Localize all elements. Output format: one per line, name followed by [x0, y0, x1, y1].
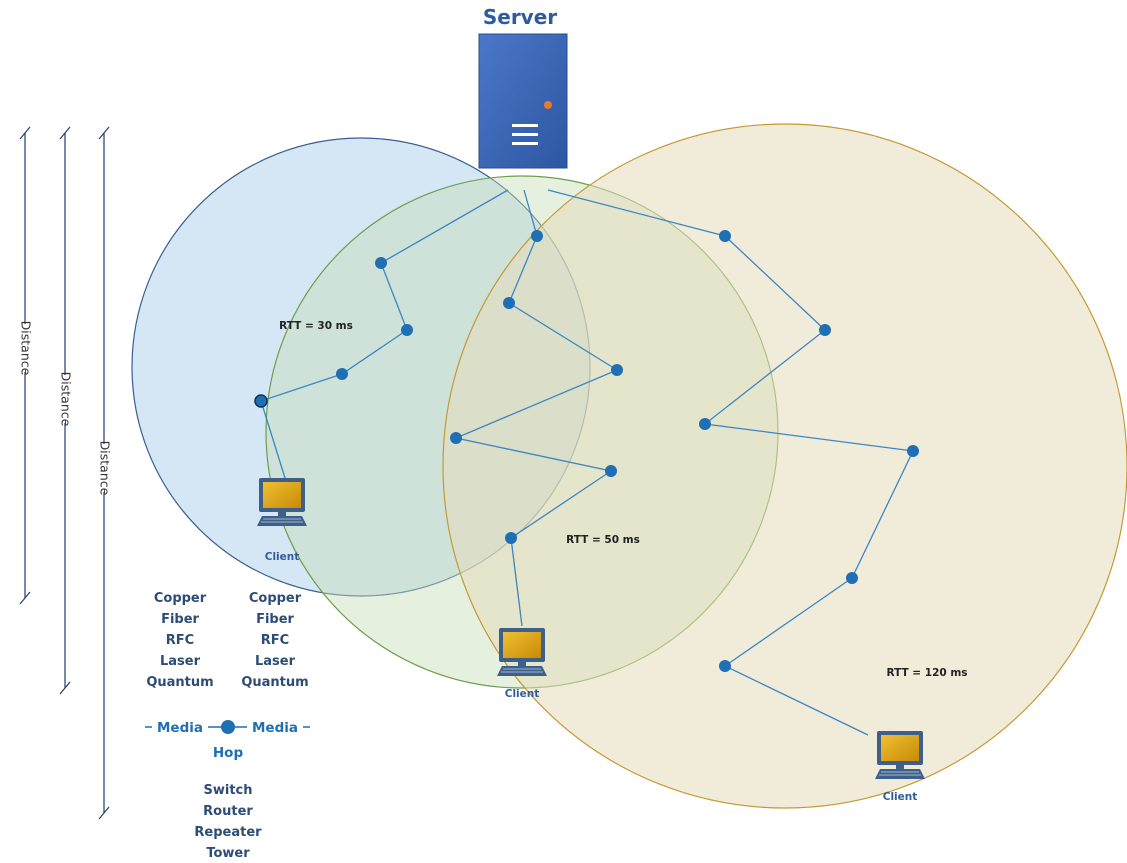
hop-node: [719, 660, 731, 672]
hop-device-item: Switch: [203, 783, 252, 798]
legend-hop-label: Hop: [213, 745, 244, 761]
server-icon: [478, 33, 568, 169]
rtt-label-50: RTT = 50 ms: [566, 534, 640, 546]
media-item: RFC: [261, 633, 289, 648]
distance-axis-label: Distance: [19, 321, 34, 376]
media-item: Laser: [255, 654, 296, 669]
distance-axis-label: Distance: [59, 372, 74, 427]
rtt-label-30: RTT = 30 ms: [279, 320, 353, 332]
media-item: Copper: [154, 591, 207, 606]
legend-media-right: Media: [252, 720, 298, 736]
client-label: Client: [505, 688, 540, 700]
hop-legend: Media Media Hop: [145, 717, 310, 761]
media-item: Fiber: [161, 612, 199, 627]
hop-node: [503, 297, 515, 309]
hop-device-item: Repeater: [194, 825, 262, 840]
rtt-label-120: RTT = 120 ms: [886, 667, 967, 679]
hop-node: [699, 418, 711, 430]
hop-node: [505, 532, 517, 544]
hop-device-item: Router: [203, 804, 253, 819]
hop-node: [375, 257, 387, 269]
media-item: Laser: [160, 654, 201, 669]
hop-node: [254, 394, 268, 408]
rtt-zone-120ms: [442, 123, 1127, 809]
client-monitor-icon: [256, 477, 308, 527]
hop-node: [907, 445, 919, 457]
path-to-client-1: [260, 189, 509, 479]
client-label: Client: [265, 551, 300, 563]
hop-node: [819, 324, 831, 336]
hop-node: [846, 572, 858, 584]
hop-device-item: Tower: [206, 846, 250, 861]
media-item: Copper: [249, 591, 302, 606]
media-item: Quantum: [241, 675, 308, 690]
hop-node: [401, 324, 413, 336]
server-label: Server: [483, 5, 557, 29]
media-item: RFC: [166, 633, 194, 648]
hop-node: [611, 364, 623, 376]
path-to-client-3: [547, 189, 914, 736]
hop-node: [450, 432, 462, 444]
hop-node: [531, 230, 543, 242]
path-to-client-2: [453, 189, 619, 627]
hop-nodes: [254, 230, 919, 672]
media-item: Fiber: [256, 612, 294, 627]
legend-media-left: Media: [157, 720, 203, 736]
hop-node: [605, 465, 617, 477]
client-monitor-icon: [496, 627, 548, 677]
hop-node: [719, 230, 731, 242]
hop-node: [336, 368, 348, 380]
media-item: Quantum: [146, 675, 213, 690]
client-monitor-icon: [874, 730, 926, 780]
distance-axis-label: Distance: [98, 441, 113, 496]
client-label: Client: [883, 791, 918, 803]
hop-node-legend: [221, 720, 235, 734]
